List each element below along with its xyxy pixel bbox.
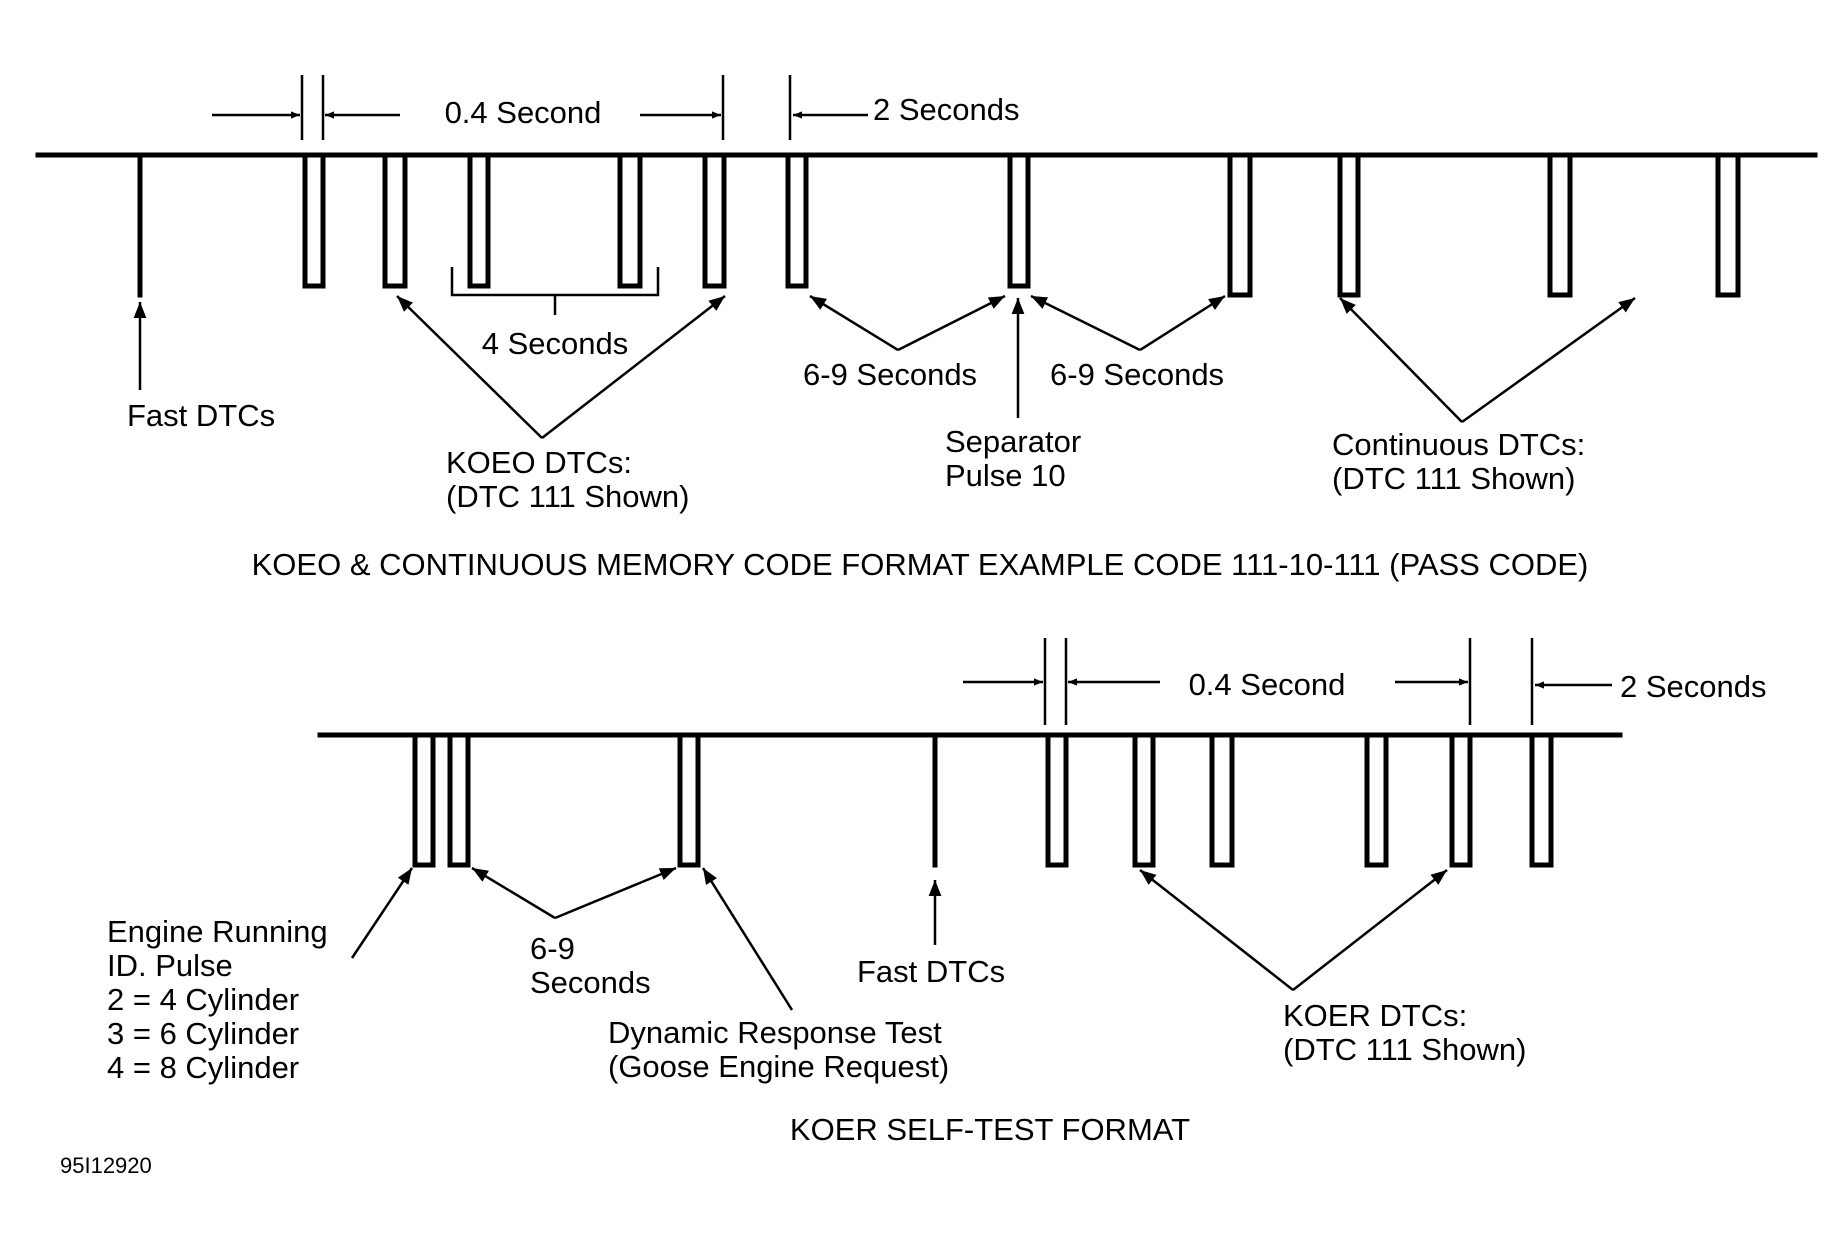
koer-dtcs-sublabel: (DTC 111 Shown) — [1283, 1032, 1527, 1067]
separator-label: Separator — [945, 424, 1081, 459]
koer-delay-label: 6-9 — [530, 931, 575, 966]
koeo-signal-waveform — [35, 152, 1818, 298]
four-seconds-bracket — [450, 267, 660, 315]
dynamic-response-label: Dynamic Response Test — [608, 1015, 942, 1050]
four-seconds-label: 4 Seconds — [482, 326, 629, 361]
cylinder-4-label: 2 = 4 Cylinder — [107, 982, 299, 1017]
koeo-dtcs-label: KOEO DTCs: — [446, 445, 632, 480]
top-caption: KOEO & CONTINUOUS MEMORY CODE FORMAT EXA… — [252, 547, 1589, 582]
dynamic-response-arrow — [701, 867, 794, 1011]
gap-label: 2 Seconds — [873, 92, 1020, 127]
koer-signal-waveform — [317, 732, 1623, 868]
koer-pulse-width-label: 0.4 Second — [1189, 667, 1346, 702]
koer-self-test-diagram: 0.4 Second 2 Seconds Engine Running ID. … — [107, 638, 1767, 1147]
continuous-dtcs-label: Continuous DTCs: — [1332, 427, 1585, 462]
continuous-dtcs-sublabel: (DTC 111 Shown) — [1332, 461, 1576, 496]
engine-id-sublabel: ID. Pulse — [107, 948, 233, 983]
dynamic-response-sublabel: (Goose Engine Request) — [608, 1049, 949, 1084]
cylinder-8-label: 4 = 8 Cylinder — [107, 1050, 299, 1085]
engine-id-label: Engine Running — [107, 914, 328, 949]
koer-fast-dtcs-label: Fast DTCs — [857, 954, 1005, 989]
koeo-continuous-diagram: 0.4 Second 2 Seconds 4 Seconds Fast DTCs… — [35, 75, 1818, 582]
fast-dtcs-label: Fast DTCs — [127, 398, 275, 433]
koer-dtcs-label: KOER DTCs: — [1283, 998, 1467, 1033]
engine-id-arrow — [350, 867, 414, 959]
figure-id: 95I12920 — [60, 1153, 152, 1178]
koeo-dtcs-sublabel: (DTC 111 Shown) — [446, 479, 690, 514]
separator-sublabel: Pulse 10 — [945, 458, 1066, 493]
delay-label-b: 6-9 Seconds — [1050, 357, 1224, 392]
koer-delay-sublabel: Seconds — [530, 965, 651, 1000]
bottom-caption: KOER SELF-TEST FORMAT — [790, 1112, 1190, 1147]
koer-gap-label: 2 Seconds — [1620, 669, 1767, 704]
cylinder-6-label: 3 = 6 Cylinder — [107, 1016, 299, 1051]
pulse-width-label: 0.4 Second — [445, 95, 602, 130]
delay-label-a: 6-9 Seconds — [803, 357, 977, 392]
